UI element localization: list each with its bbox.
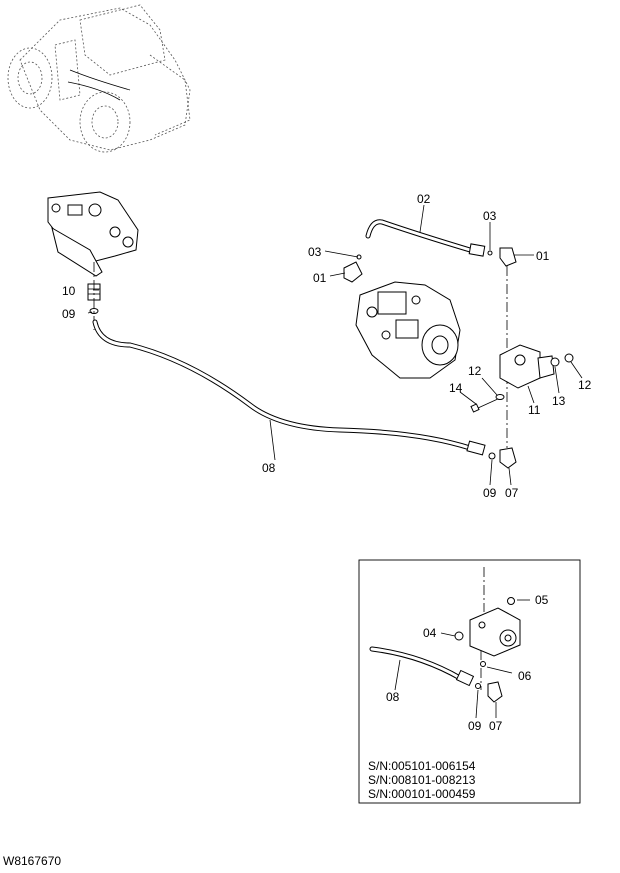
inset-callout-07: 07 xyxy=(489,719,503,733)
callout-11: 11 xyxy=(528,403,541,417)
inset-callout-06: 06 xyxy=(518,669,532,683)
hose-08 xyxy=(92,319,486,456)
hose-02 xyxy=(365,219,486,257)
callout-01-right: 01 xyxy=(536,249,550,263)
callout-12-left: 12 xyxy=(468,364,482,378)
bolt-14 xyxy=(470,397,501,413)
callout-01-left: 01 xyxy=(313,271,327,285)
leader-lines xyxy=(87,204,583,486)
elbow-01-left xyxy=(343,261,363,283)
pump-illustration xyxy=(355,281,461,379)
elbow-07 xyxy=(499,447,517,469)
machine-overview-illustration xyxy=(7,4,191,153)
inset-o-ring-06 xyxy=(480,661,486,667)
callout-14: 14 xyxy=(449,381,463,395)
washer-12-left xyxy=(495,394,505,400)
callout-12-right: 12 xyxy=(578,378,592,392)
inset-detail: 05 04 06 08 09 07 S/N:005101-006154 S/N:… xyxy=(358,559,581,804)
inset-plug-04 xyxy=(454,631,464,641)
drawing-code: W8167670 xyxy=(3,854,61,868)
callout-03-right: 03 xyxy=(483,209,497,223)
callout-03-left: 03 xyxy=(308,245,322,259)
plug-13 xyxy=(550,357,560,367)
inset-serial-1: S/N:005101-006154 xyxy=(368,759,476,773)
inset-callout-05: 05 xyxy=(535,593,549,607)
washer-12-right xyxy=(564,353,574,363)
callout-09-top: 09 xyxy=(62,307,76,321)
inset-block xyxy=(469,607,521,657)
callout-09-bottom: 09 xyxy=(483,486,497,500)
inset-serial-3: S/N:000101-000459 xyxy=(368,787,476,801)
callout-08: 08 xyxy=(262,461,276,475)
inset-callout-09: 09 xyxy=(468,719,482,733)
o-ring-09-bottom xyxy=(488,452,496,460)
inset-o-ring-09 xyxy=(475,683,481,689)
callout-07: 07 xyxy=(505,486,519,500)
inset-serial-2: S/N:008101-008213 xyxy=(368,773,476,787)
inset-elbow-07 xyxy=(487,681,503,703)
callout-02: 02 xyxy=(417,192,431,206)
inset-callout-04: 04 xyxy=(423,626,437,640)
block-11 xyxy=(499,344,555,389)
o-ring-03-right xyxy=(487,250,493,256)
elbow-01-right xyxy=(499,247,517,267)
callout-13: 13 xyxy=(552,394,566,408)
callout-10: 10 xyxy=(62,284,76,298)
inset-hose-08 xyxy=(369,646,475,687)
inset-plug-05 xyxy=(507,597,515,605)
inset-callout-08: 08 xyxy=(386,690,400,704)
control-valve-illustration xyxy=(47,191,139,277)
